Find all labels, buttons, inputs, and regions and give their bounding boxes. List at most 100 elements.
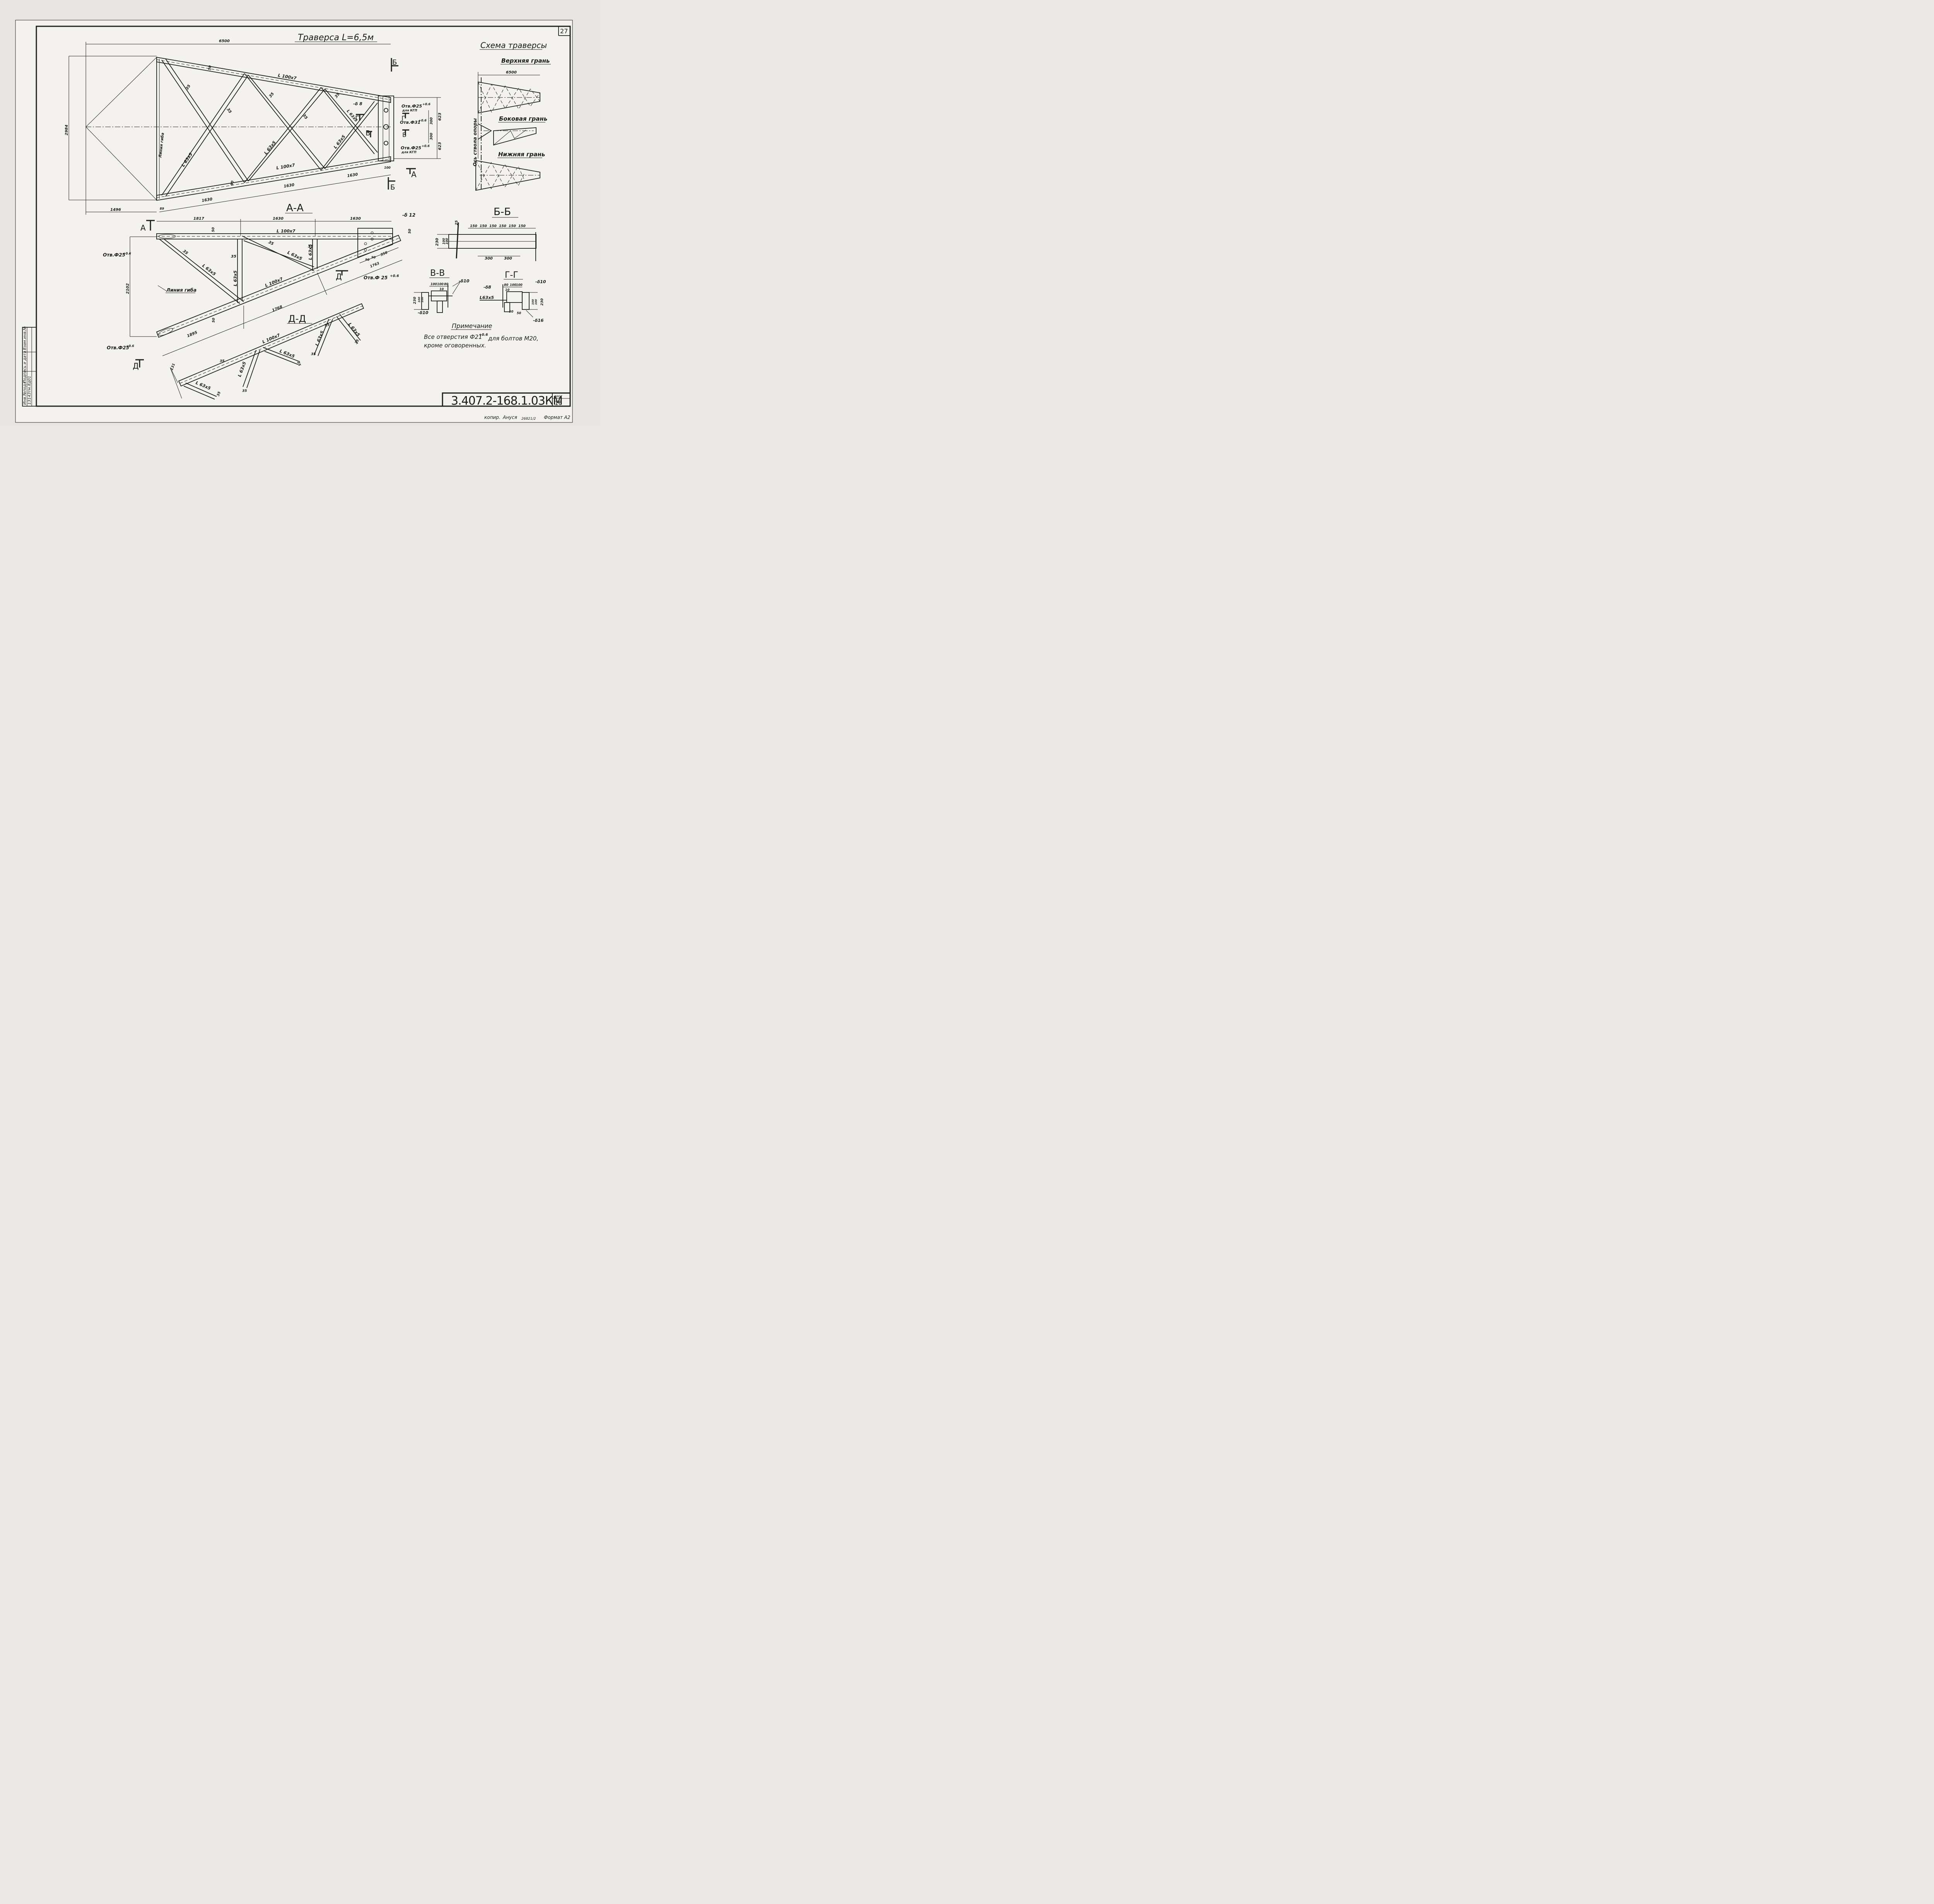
aa-dim-50a: 50 — [212, 227, 215, 232]
plan-cut-v: В — [366, 129, 370, 137]
gg-angle: L63x5 — [480, 295, 494, 300]
aa-hole-1: Отв.Ф25 — [103, 252, 125, 258]
list-label: лист — [554, 395, 563, 398]
aa-dim-1630b: 1630 — [350, 217, 361, 221]
plan-dim-50: 50 — [208, 65, 212, 70]
note-line2: кроме оговоренных. — [424, 342, 486, 349]
section-bb-title: Б-Б — [494, 206, 511, 218]
bb-sp-1: 150 — [470, 224, 477, 228]
title-block — [442, 392, 571, 407]
aa-post-2: L 63x5 — [308, 244, 313, 260]
section-dd-title: Д-Д — [288, 313, 306, 324]
plan-dim-89: 89 — [160, 207, 164, 210]
plan-dim-623-bot: 623 — [438, 142, 442, 150]
bb-dim-300a: 300 — [485, 256, 493, 261]
vv-dim-100d: 100 — [421, 297, 424, 303]
scheme-dim: 6500 — [506, 70, 517, 75]
plan-hole-bot-tol: +0.6 — [422, 144, 430, 148]
aa-dim-2102: 2102 — [126, 283, 130, 294]
aa-b35-4: 35 — [308, 244, 313, 249]
aa-dim-1630a: 1630 — [273, 217, 284, 221]
gg-dim-100d: 100 — [535, 299, 538, 305]
drawing-code: 3.407.2-168.1.03КМ — [451, 394, 562, 408]
plan-view — [68, 42, 441, 215]
list-number: 16 — [555, 400, 562, 407]
footer-format: Формат А2 — [544, 415, 570, 420]
scheme-bottom-face: Нижняя грань — [498, 151, 545, 158]
scheme-axis: Ось ствола опоры — [472, 118, 478, 166]
vv-plate-2: -δ10 — [418, 310, 429, 315]
dd-b35-4: 35 — [296, 361, 301, 367]
section-gg-title: Г-Г — [505, 270, 518, 280]
plan-cut-b-top: Б — [392, 58, 397, 67]
note-line1-tol: +0.6 — [479, 333, 488, 337]
plan-hole-mid-tol: +0.6 — [419, 119, 427, 122]
vv-plate-1: -δ10 — [459, 279, 470, 284]
aa-b35-2: 35 — [231, 255, 236, 259]
plan-hole-mid: Отв.Ф31 — [400, 120, 420, 125]
vv-dim-10: 10 — [439, 287, 444, 291]
plan-dim-300-top: 300 — [430, 117, 434, 125]
aa-top-chord: L 100x7 — [277, 229, 296, 234]
plan-dim-seg2: 1630 — [284, 183, 295, 189]
section-dd-view — [170, 303, 364, 400]
vv-dim-80: 80 — [444, 282, 449, 286]
aa-dim-90b: 90 — [371, 256, 376, 259]
gg-dim-10: 10 — [505, 288, 510, 292]
stamp-inv: 13143тм.8д01 — [27, 376, 32, 405]
scheme-side-face: Боковая грань — [499, 115, 547, 122]
aa-hole-2: Отв.Ф 25 — [364, 275, 388, 280]
plan-hole-top-tol: +0.6 — [422, 103, 431, 106]
stamp-col1: Инв.№подл — [23, 381, 27, 405]
gg-dim-100b: 100 — [516, 283, 523, 287]
stamp-col3: Взам.инв.№ — [23, 326, 27, 350]
drawing-sheet: 27 Инв.№подл Подпись и дата Взам.инв.№ 1… — [0, 0, 600, 425]
bb-dim-100b: 100 — [445, 238, 449, 244]
aa-plate: -δ 12 — [402, 212, 415, 218]
vv-dim-100a: 100 — [431, 282, 437, 286]
section-bb-view — [437, 222, 536, 261]
aa-hole-2-tol: +0.6 — [390, 274, 399, 278]
aa-hole-3-tol: +0.6 — [126, 344, 134, 348]
gg-plate-2: -δ10 — [535, 279, 546, 284]
vv-dim-100b: 100 — [437, 282, 444, 286]
aa-dim-1817: 1817 — [193, 217, 204, 221]
gg-dim-100c: 100 — [531, 299, 535, 305]
aa-dim-50c: 50 — [212, 318, 216, 323]
footer-name: Ануся — [502, 415, 517, 420]
note-line1-a: Все отверстия Ф21 — [424, 333, 482, 340]
vv-dim-100c: 100 — [418, 297, 421, 303]
plan-dim-623-top: 623 — [438, 113, 442, 121]
bb-sp-2: 150 — [480, 224, 487, 228]
aa-post-1: L 63x5 — [233, 270, 238, 286]
plan-dim-100: 100 — [384, 166, 391, 169]
bb-sp-6: 150 — [518, 224, 526, 228]
footer-copy: копир. — [484, 415, 501, 420]
bb-dim-100a: 100 — [442, 238, 446, 244]
plan-dim-90: 90 — [230, 180, 235, 186]
plan-dim-300-bot: 300 — [430, 133, 434, 140]
scheme-title: Схема траверсы — [480, 41, 547, 50]
section-vv-title: В-В — [430, 268, 445, 278]
gg-dim-230: 230 — [540, 298, 544, 306]
footer-id: 26821/2 — [521, 417, 536, 421]
plan-cut-g2: Г — [401, 115, 405, 122]
plan-cut-b-bot: Б — [390, 183, 395, 191]
plan-dim-seg3: 1630 — [347, 173, 358, 178]
dd-b35-2: 35 — [220, 359, 225, 363]
section-vv-view — [414, 281, 461, 313]
section-aa-title: А-А — [286, 202, 304, 214]
section-gg-view — [480, 284, 538, 318]
dd-b35-1: 35 — [216, 391, 222, 397]
gg-plate-1: -δ8 — [483, 285, 491, 290]
aa-cut-d-top: Д — [336, 272, 342, 281]
aa-hole-3: Отв.Ф25 — [107, 345, 129, 350]
gg-dim-50a: 50 — [509, 310, 514, 313]
scheme-top-face: Верхняя грань — [501, 57, 550, 64]
note-title: Примечание — [452, 322, 492, 330]
bb-sp-5: 150 — [509, 224, 516, 228]
plan-hole-top: Отв.Ф25 — [401, 104, 422, 109]
plan-gusset: -δ 8 — [353, 101, 362, 106]
dd-b35-5: 35 — [311, 352, 316, 356]
dd-b35-3: 35 — [242, 389, 247, 393]
